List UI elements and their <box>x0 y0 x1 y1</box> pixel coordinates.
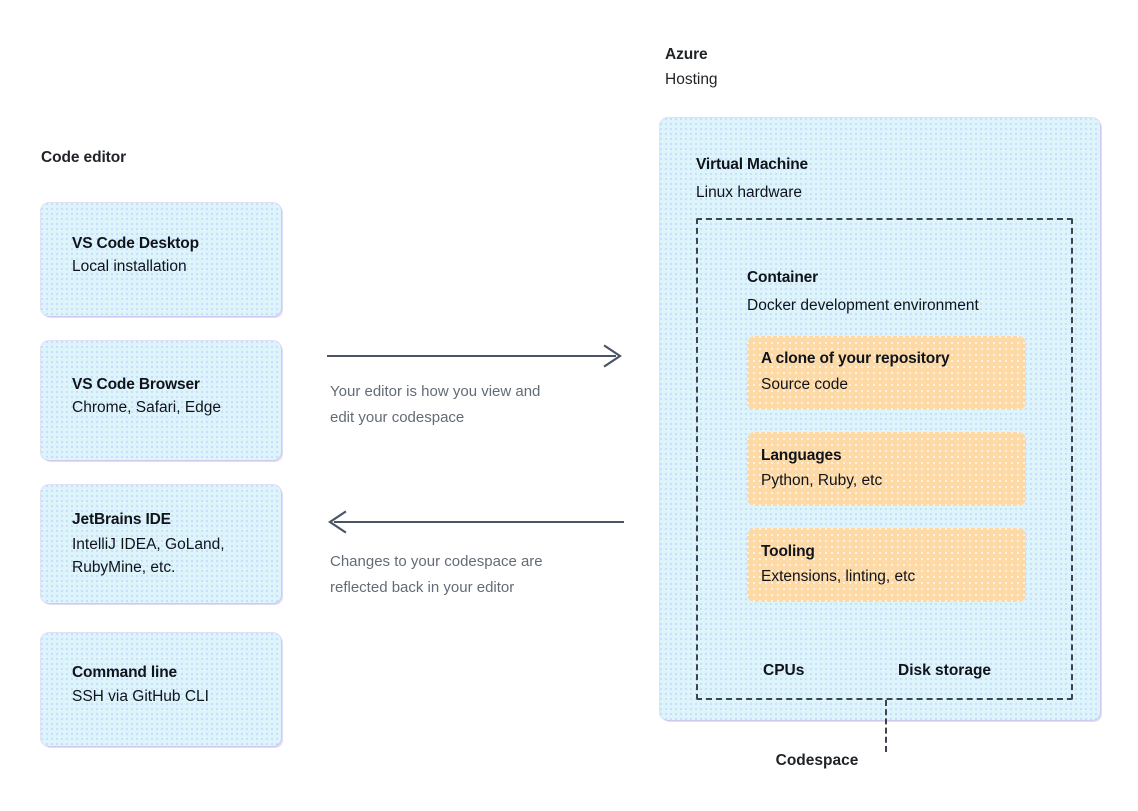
card-tooling <box>747 528 1026 602</box>
container-title: Container <box>747 269 818 286</box>
card-command-line-subtitle: SSH via GitHub CLI <box>72 688 209 705</box>
container-subtitle: Docker development environment <box>747 297 979 314</box>
code-editor-section-title: Code editor <box>41 149 127 166</box>
azure-section-title: Azure <box>665 46 708 63</box>
hardware-label-disk-storage: Disk storage <box>898 662 992 679</box>
card-repository-clone <box>747 336 1026 410</box>
codespace-label: Codespace <box>0 752 1138 770</box>
card-jetbrains-ide-subtitle-line1: IntelliJ IDEA, GoLand, <box>72 536 225 553</box>
card-tooling-title: Tooling <box>761 543 815 560</box>
arrow-left-caption-line2: reflected back in your editor <box>330 579 515 596</box>
arrow-right-caption-line1: Your editor is how you view and <box>330 383 541 400</box>
card-vs-code-desktop-title: VS Code Desktop <box>72 235 199 252</box>
card-repository-clone-title: A clone of your repository <box>761 350 950 367</box>
card-repository-clone-subtitle: Source code <box>761 376 849 393</box>
card-jetbrains-ide-title: JetBrains IDE <box>72 511 171 528</box>
virtual-machine-title: Virtual Machine <box>696 156 809 173</box>
arrow-left-caption-line1: Changes to your codespace are <box>330 553 543 570</box>
hardware-label-cpus: CPUs <box>763 662 805 679</box>
card-vs-code-desktop <box>41 203 281 316</box>
card-jetbrains-ide <box>41 485 281 603</box>
card-command-line-title: Command line <box>72 664 177 681</box>
card-vs-code-browser-subtitle: Chrome, Safari, Edge <box>72 399 222 416</box>
codespace-boundary <box>696 218 1073 700</box>
card-languages <box>747 432 1026 506</box>
codespace-leader-line <box>885 700 887 752</box>
card-languages-title: Languages <box>761 447 842 464</box>
card-vs-code-browser <box>41 341 281 460</box>
card-jetbrains-ide-subtitle-line2: RubyMine, etc. <box>72 559 176 576</box>
card-languages-subtitle: Python, Ruby, etc <box>761 472 883 489</box>
card-command-line <box>41 633 281 746</box>
virtual-machine-subtitle: Linux hardware <box>696 184 802 201</box>
card-vs-code-desktop-subtitle: Local installation <box>72 258 187 275</box>
card-vs-code-browser-title: VS Code Browser <box>72 376 200 393</box>
arrow-right-caption-line2: edit your codespace <box>330 409 465 426</box>
arrow-right-icon <box>327 344 622 368</box>
card-tooling-subtitle: Extensions, linting, etc <box>761 568 916 585</box>
codespace-label-text: Codespace <box>775 752 859 769</box>
arrow-left-icon <box>328 510 624 534</box>
azure-section-subtitle: Hosting <box>665 71 718 88</box>
